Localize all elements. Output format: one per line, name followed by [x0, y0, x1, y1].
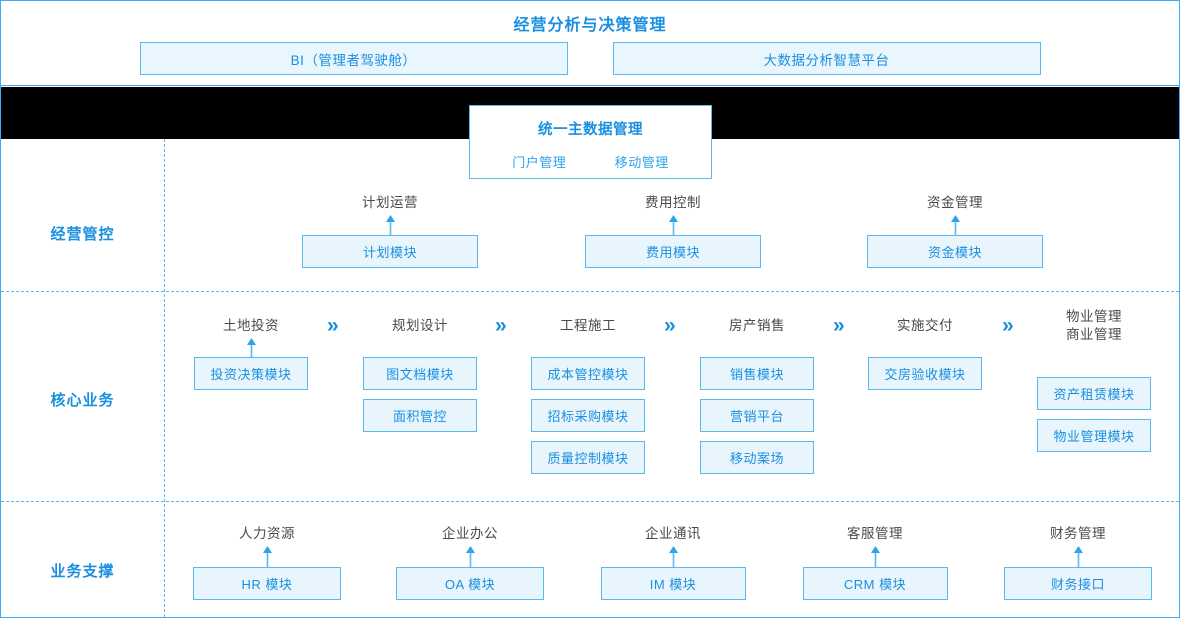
module-box[interactable]: 质量控制模块 [531, 441, 645, 474]
stage-arrow-icon [668, 215, 679, 240]
module-box[interactable]: IM 模块 [600, 567, 746, 600]
stage-title: 企业通讯 [645, 526, 701, 541]
stage-title: 物业管理 商业管理 [1066, 309, 1122, 342]
stage-title: 计划运营 [362, 195, 418, 210]
row-separator [1, 291, 1179, 292]
stage-arrow-icon [668, 546, 679, 572]
module-box[interactable]: HR 模块 [193, 567, 341, 600]
stage-title: 工程施工 [560, 318, 616, 333]
module-box[interactable]: OA 模块 [396, 567, 544, 600]
module-box[interactable]: 资金模块 [867, 235, 1043, 268]
stage-chevron-icon: » [833, 314, 845, 337]
row-label-0: 经营管控 [50, 226, 115, 243]
stage-title: 客服管理 [847, 526, 903, 541]
stage-arrow-icon [950, 215, 961, 240]
stage-arrow-icon [385, 215, 396, 240]
stage-arrow-icon [465, 546, 476, 572]
module-box[interactable]: 销售模块 [700, 357, 814, 390]
stage-chevron-icon: » [1002, 314, 1014, 337]
module-box[interactable]: 财务接口 [1004, 567, 1152, 600]
stage-title: 费用控制 [645, 195, 701, 210]
row-separator [1, 501, 1179, 502]
stage-title: 土地投资 [223, 318, 279, 333]
master-data-link-mobile[interactable]: 移动管理 [614, 155, 669, 170]
master-data-card[interactable]: 统一主数据管理 门户管理 移动管理 [469, 105, 712, 179]
vertical-divider [164, 139, 165, 617]
stage-arrow-icon [870, 546, 881, 572]
header-box-group: BI（管理者驾驶舱） 大数据分析智慧平台 [1, 42, 1179, 75]
module-box[interactable]: 面积管控 [363, 399, 477, 432]
stage-arrow-icon [1073, 546, 1084, 572]
header-section: 经营分析与决策管理 BI（管理者驾驶舱） 大数据分析智慧平台 [1, 1, 1179, 86]
header-box-bigdata[interactable]: 大数据分析智慧平台 [612, 42, 1041, 75]
module-box[interactable]: 资产租赁模块 [1037, 377, 1151, 410]
module-box[interactable]: 移动案场 [700, 441, 814, 474]
stage-arrow-icon [246, 338, 257, 362]
row-label-2: 业务支撑 [50, 563, 115, 580]
module-box[interactable]: 成本管控模块 [531, 357, 645, 390]
module-box[interactable]: 招标采购模块 [531, 399, 645, 432]
module-box[interactable]: 交房验收模块 [868, 357, 982, 390]
module-box[interactable]: 物业管理模块 [1037, 419, 1151, 452]
stage-chevron-icon: » [327, 314, 339, 337]
master-data-links: 门户管理 移动管理 [470, 152, 711, 171]
header-box-bi[interactable]: BI（管理者驾驶舱） [139, 42, 568, 75]
module-box[interactable]: 营销平台 [700, 399, 814, 432]
stage-chevron-icon: » [664, 314, 676, 337]
stage-chevron-icon: » [495, 314, 507, 337]
body-area: 经营管控 计划运营计划模块 费用控制费用模块 资金管理资金模块核心业务 » » » » » 土地投… [1, 139, 1179, 617]
module-box[interactable]: 计划模块 [302, 235, 478, 268]
master-data-link-portal[interactable]: 门户管理 [512, 155, 567, 170]
stage-title: 人力资源 [239, 526, 295, 541]
stage-title: 企业办公 [442, 526, 498, 541]
page-title: 经营分析与决策管理 [513, 17, 667, 34]
stage-title: 实施交付 [897, 318, 953, 333]
module-box[interactable]: 投资决策模块 [194, 357, 308, 390]
module-box[interactable]: 图文档模块 [363, 357, 477, 390]
row-label-1: 核心业务 [50, 392, 115, 409]
master-data-title: 统一主数据管理 [538, 122, 643, 138]
stage-title: 房产销售 [729, 318, 785, 333]
stage-title: 资金管理 [927, 195, 983, 210]
module-box[interactable]: 费用模块 [585, 235, 761, 268]
stage-title: 财务管理 [1050, 526, 1106, 541]
stage-arrow-icon [262, 546, 273, 572]
stage-title: 规划设计 [392, 318, 448, 333]
module-box[interactable]: CRM 模块 [802, 567, 948, 600]
